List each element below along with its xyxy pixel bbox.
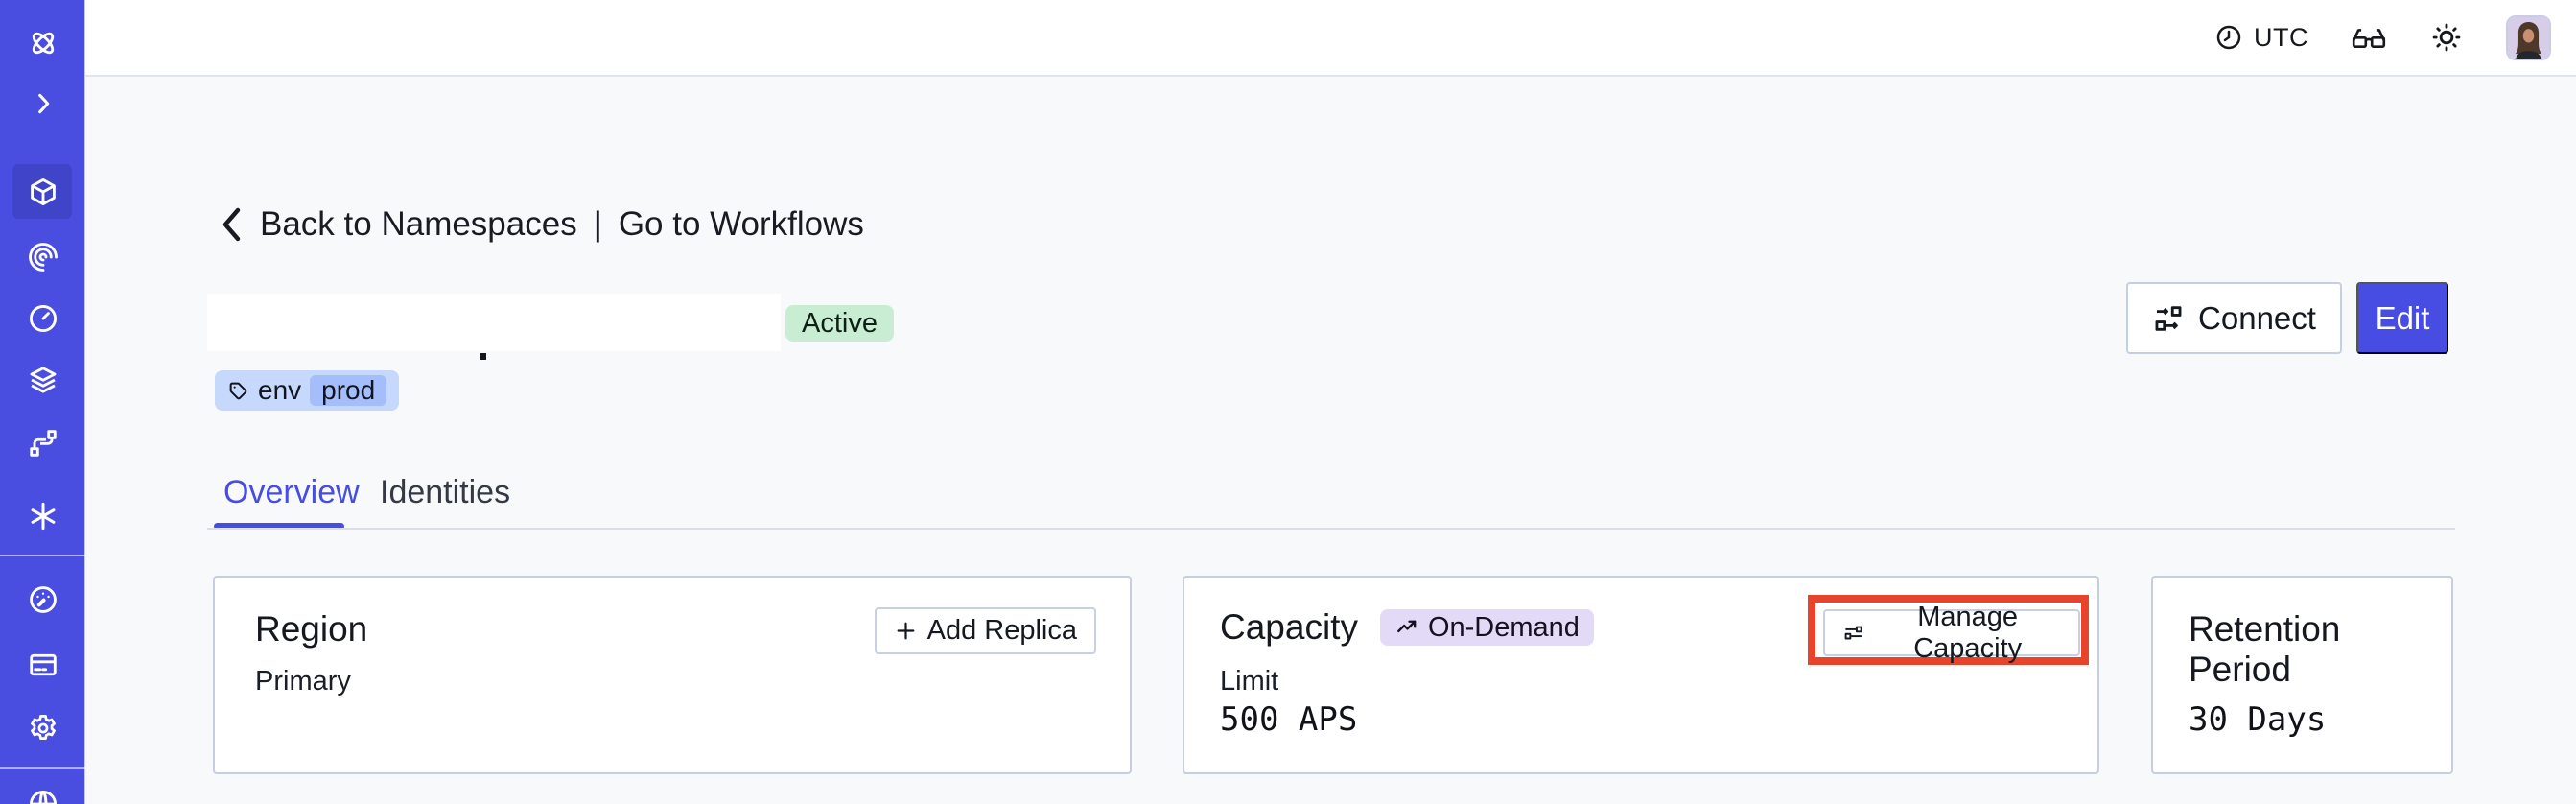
tab-identities[interactable]: Identities (380, 474, 511, 510)
retention-card: Retention Period 30 Days (2151, 576, 2453, 774)
connect-icon (2155, 305, 2182, 331)
back-to-namespaces-link[interactable]: Back to Namespaces (260, 205, 577, 243)
sidebar-item-stacks[interactable] (0, 363, 85, 397)
tag-icon (229, 382, 247, 399)
sidebar-item-namespaces[interactable] (0, 175, 85, 209)
sliders-icon (1844, 626, 1862, 640)
region-card: Region Add Replica Primary aws us-east-1 (213, 576, 1132, 774)
sidebar-expand-chevron[interactable] (0, 88, 85, 119)
sidebar-item-workflows[interactable] (0, 240, 85, 274)
manage-capacity-label: Manage Capacity (1913, 601, 2023, 664)
tag-key: env (258, 375, 302, 405)
capacity-card: Capacity On-Demand Manage Capacity Limit… (1183, 576, 2099, 774)
sidebar-item-deployments[interactable] (0, 426, 85, 461)
sidebar-item-billing[interactable] (0, 648, 85, 682)
retention-value: 30 Days (2189, 700, 2327, 739)
sidebar-divider (0, 555, 85, 556)
retention-card-title: Retention Period (2189, 609, 2341, 689)
breadcrumb: Back to Namespaces | Go to Workflows (221, 205, 864, 244)
sidebar (0, 0, 85, 804)
active-tab-underline (214, 523, 344, 530)
topbar: UTC (85, 0, 2576, 77)
tabs-border (207, 528, 2455, 530)
temporal-logo-icon[interactable] (0, 26, 85, 60)
namespace-name-redacted (207, 294, 781, 351)
plus-icon (897, 622, 915, 640)
capacity-limit-value: 500 APS (1220, 700, 1358, 739)
namespace-name-fragment (480, 353, 486, 360)
manage-capacity-button[interactable]: Manage Capacity (1823, 602, 2080, 664)
edit-label: Edit (2375, 299, 2430, 336)
ondemand-badge: On-Demand (1379, 609, 1594, 646)
sidebar-item-settings[interactable] (0, 711, 85, 745)
clock-icon (2216, 25, 2241, 50)
capacity-title-row: Capacity On-Demand (1220, 607, 1594, 648)
globe-icon[interactable] (0, 787, 85, 804)
region-card-title: Region (255, 609, 368, 649)
limit-label: Limit (1220, 666, 1279, 697)
status-badge: Active (785, 305, 894, 342)
go-to-workflows-link[interactable]: Go to Workflows (618, 205, 864, 243)
timezone-label: UTC (2254, 22, 2308, 52)
sidebar-item-schedules[interactable] (0, 301, 85, 336)
trending-up-icon (1397, 620, 1417, 632)
tab-overview[interactable]: Overview (223, 474, 360, 510)
dev-glasses-icon[interactable] (2351, 23, 2387, 52)
primary-label: Primary (255, 666, 351, 697)
connect-button[interactable]: Connect (2126, 282, 2342, 354)
sidebar-item-nexus[interactable] (0, 499, 85, 533)
connect-label: Connect (2198, 299, 2316, 336)
sidebar-item-usage[interactable] (0, 582, 85, 617)
chevron-left-icon[interactable] (221, 205, 244, 244)
timezone-selector[interactable]: UTC (2214, 23, 2308, 53)
add-replica-label: Add Replica (926, 615, 1077, 646)
capacity-card-title: Capacity (1220, 607, 1358, 647)
breadcrumb-separator: | (593, 205, 602, 243)
add-replica-button[interactable]: Add Replica (874, 607, 1096, 654)
edit-button[interactable]: Edit (2356, 282, 2448, 354)
avatar[interactable] (2506, 14, 2551, 60)
namespace-tag: env prod (215, 370, 400, 411)
brightness-sun-icon[interactable] (2429, 20, 2464, 55)
ondemand-label: On-Demand (1427, 611, 1580, 643)
sidebar-divider (0, 767, 85, 769)
tag-value-chip: prod (310, 375, 387, 406)
